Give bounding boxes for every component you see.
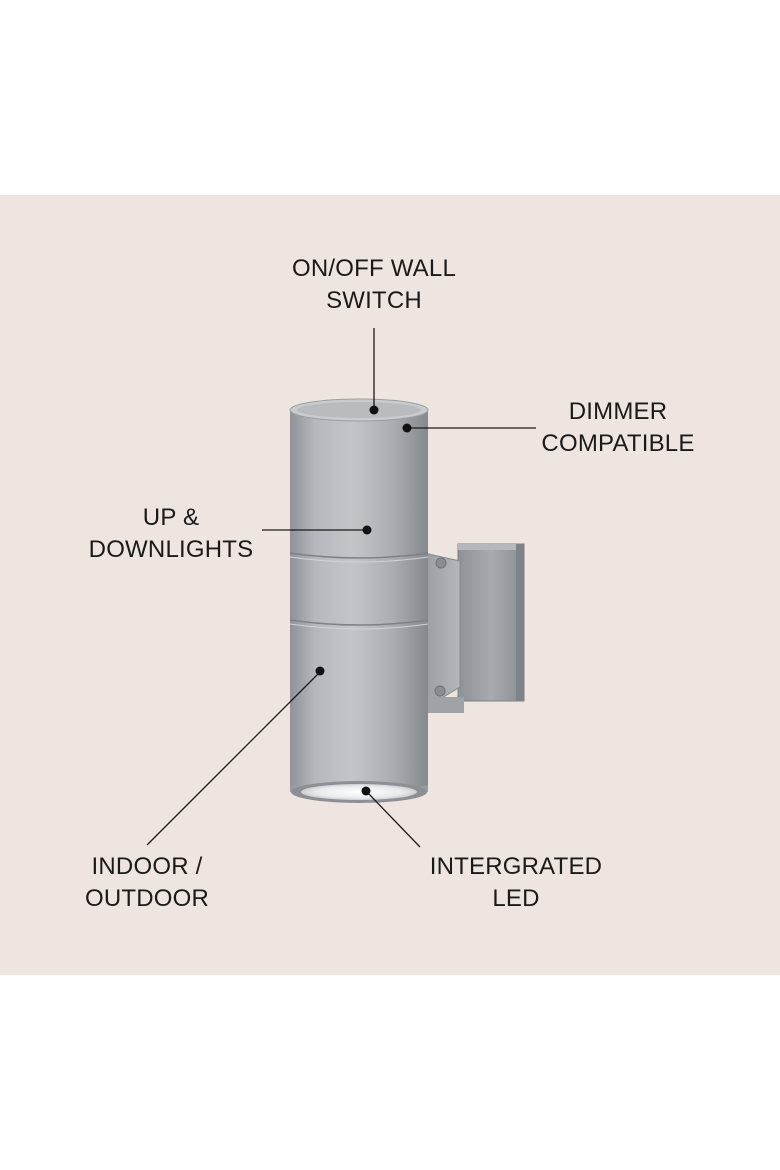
wall-light-diagram [146,328,536,848]
callout-indoor-line-2: OUTDOOR [84,885,210,912]
callout-switch-line-1: ON/OFF WALL [292,255,456,282]
callout-switch-line-2: SWITCH [326,287,422,314]
mount-arm [423,552,464,713]
wall-mount-plate [457,543,525,702]
callout-indoor-line-1: INDOOR / [91,853,203,880]
led-lens [291,781,427,803]
callout-pointers [146,328,536,848]
callout-integrated-led: INTERGRATED LED [416,851,616,915]
callout-dimmer-line-1: DIMMER [568,398,668,425]
callout-indoor-outdoor: INDOOR / OUTDOOR [67,851,227,915]
callout-up-downlights: UP & DOWNLIGHTS [76,502,266,566]
cylinder-body [289,398,429,800]
callout-on-off-wall-switch: ON/OFF WALL SWITCH [274,253,474,317]
callout-updown-line-2: DOWNLIGHTS [88,536,254,563]
callout-dimmer-compatible: DIMMER COMPATIBLE [528,396,708,460]
callout-led-line-2: LED [492,885,540,912]
callout-led-line-1: INTERGRATED [429,853,603,880]
product-panel: ON/OFF WALL SWITCH DIMMER COMPATIBLE UP … [0,195,780,975]
callout-dots [315,405,412,796]
callout-updown-line-1: UP & [142,504,200,531]
callout-dimmer-line-2: COMPATIBLE [541,430,695,457]
